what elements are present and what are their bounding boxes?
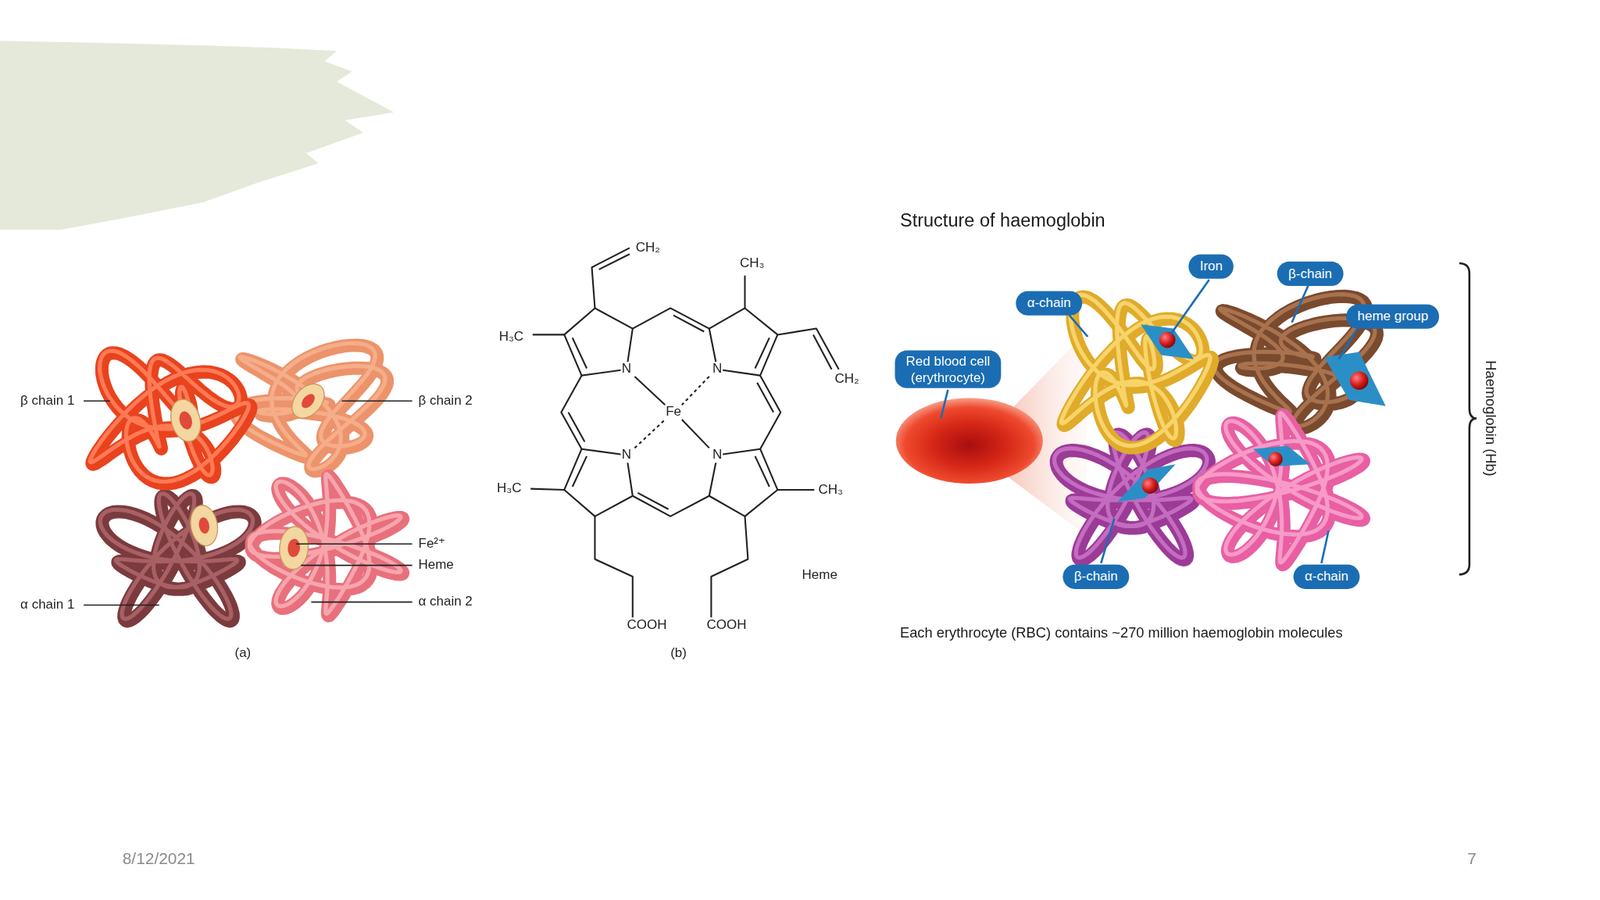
- brush-stroke: [0, 40, 394, 230]
- callout-text: β-chain: [1288, 265, 1333, 282]
- callout-text: α-chain: [1304, 568, 1349, 585]
- chain-tube: [1063, 296, 1213, 448]
- footer-date: 8/12/2021: [122, 850, 196, 869]
- chain-label: α chain 1: [20, 597, 75, 614]
- structure-name: Heme: [802, 567, 838, 584]
- callout-pill: α-chain: [1015, 291, 1083, 316]
- chain-tube: [92, 353, 251, 484]
- protein-chains: [89, 342, 403, 622]
- chain-highlight: [1060, 294, 1211, 446]
- chain-label: β chain 2: [418, 393, 473, 410]
- leader-lines: [940, 279, 1358, 564]
- callout-pill: heme group: [1346, 303, 1440, 329]
- callout-text: Red blood cell (erythrocyte): [900, 353, 995, 386]
- protein-chains: [1053, 294, 1377, 565]
- chain-highlight: [89, 350, 249, 482]
- red-blood-cell: [896, 397, 1043, 484]
- chemical-group: CH₃: [739, 255, 766, 272]
- chain-label: Heme: [418, 557, 454, 574]
- heme-structure: [530, 247, 839, 618]
- bracket: [1459, 263, 1477, 575]
- chain-highlight: [1196, 413, 1362, 563]
- chemical-group: CH₃: [817, 482, 844, 498]
- callout-pill: α-chain: [1293, 564, 1361, 590]
- page-number: 7: [1467, 850, 1477, 869]
- bracket-label: Haemoglobin (Hb): [1482, 360, 1500, 476]
- callout-pill: Iron: [1188, 253, 1234, 279]
- chemical-group: H₃C: [496, 481, 523, 497]
- callout-pill: β-chain: [1062, 564, 1129, 590]
- callout-pill: β-chain: [1277, 261, 1344, 286]
- atom-label: N: [621, 361, 633, 378]
- callout-pill: Red blood cell (erythrocyte): [894, 350, 1001, 390]
- chemical-group: COOH: [625, 617, 668, 634]
- atom-label: Fe: [664, 404, 683, 421]
- panel-title: Structure of haemoglobin: [900, 210, 1106, 232]
- callout-text: Iron: [1200, 258, 1223, 275]
- chain-label: Fe²⁺: [418, 535, 446, 552]
- callout-text: β-chain: [1074, 568, 1118, 585]
- caption: Each erythrocyte (RBC) contains ~270 mil…: [900, 624, 1343, 641]
- chemical-group: COOH: [705, 617, 748, 634]
- panel-letter: (a): [234, 645, 251, 661]
- leader-lines: [83, 400, 413, 605]
- heme-discs: [166, 377, 331, 571]
- chemical-group: CH₂: [833, 371, 861, 388]
- atom-label: N: [711, 361, 724, 378]
- callout-text: heme group: [1357, 308, 1429, 325]
- chemical-group: H₃C: [497, 328, 525, 345]
- atom-label: N: [711, 447, 724, 464]
- heme-groups: [1117, 324, 1386, 502]
- chemical-group: CH₂: [634, 240, 661, 257]
- atom-label: N: [621, 447, 633, 464]
- chain-highlight: [100, 493, 253, 620]
- panel-letter: (b): [670, 645, 687, 661]
- callout-text: α-chain: [1027, 295, 1072, 311]
- chain-label: β chain 1: [20, 393, 75, 410]
- chain-label: α chain 2: [418, 594, 473, 611]
